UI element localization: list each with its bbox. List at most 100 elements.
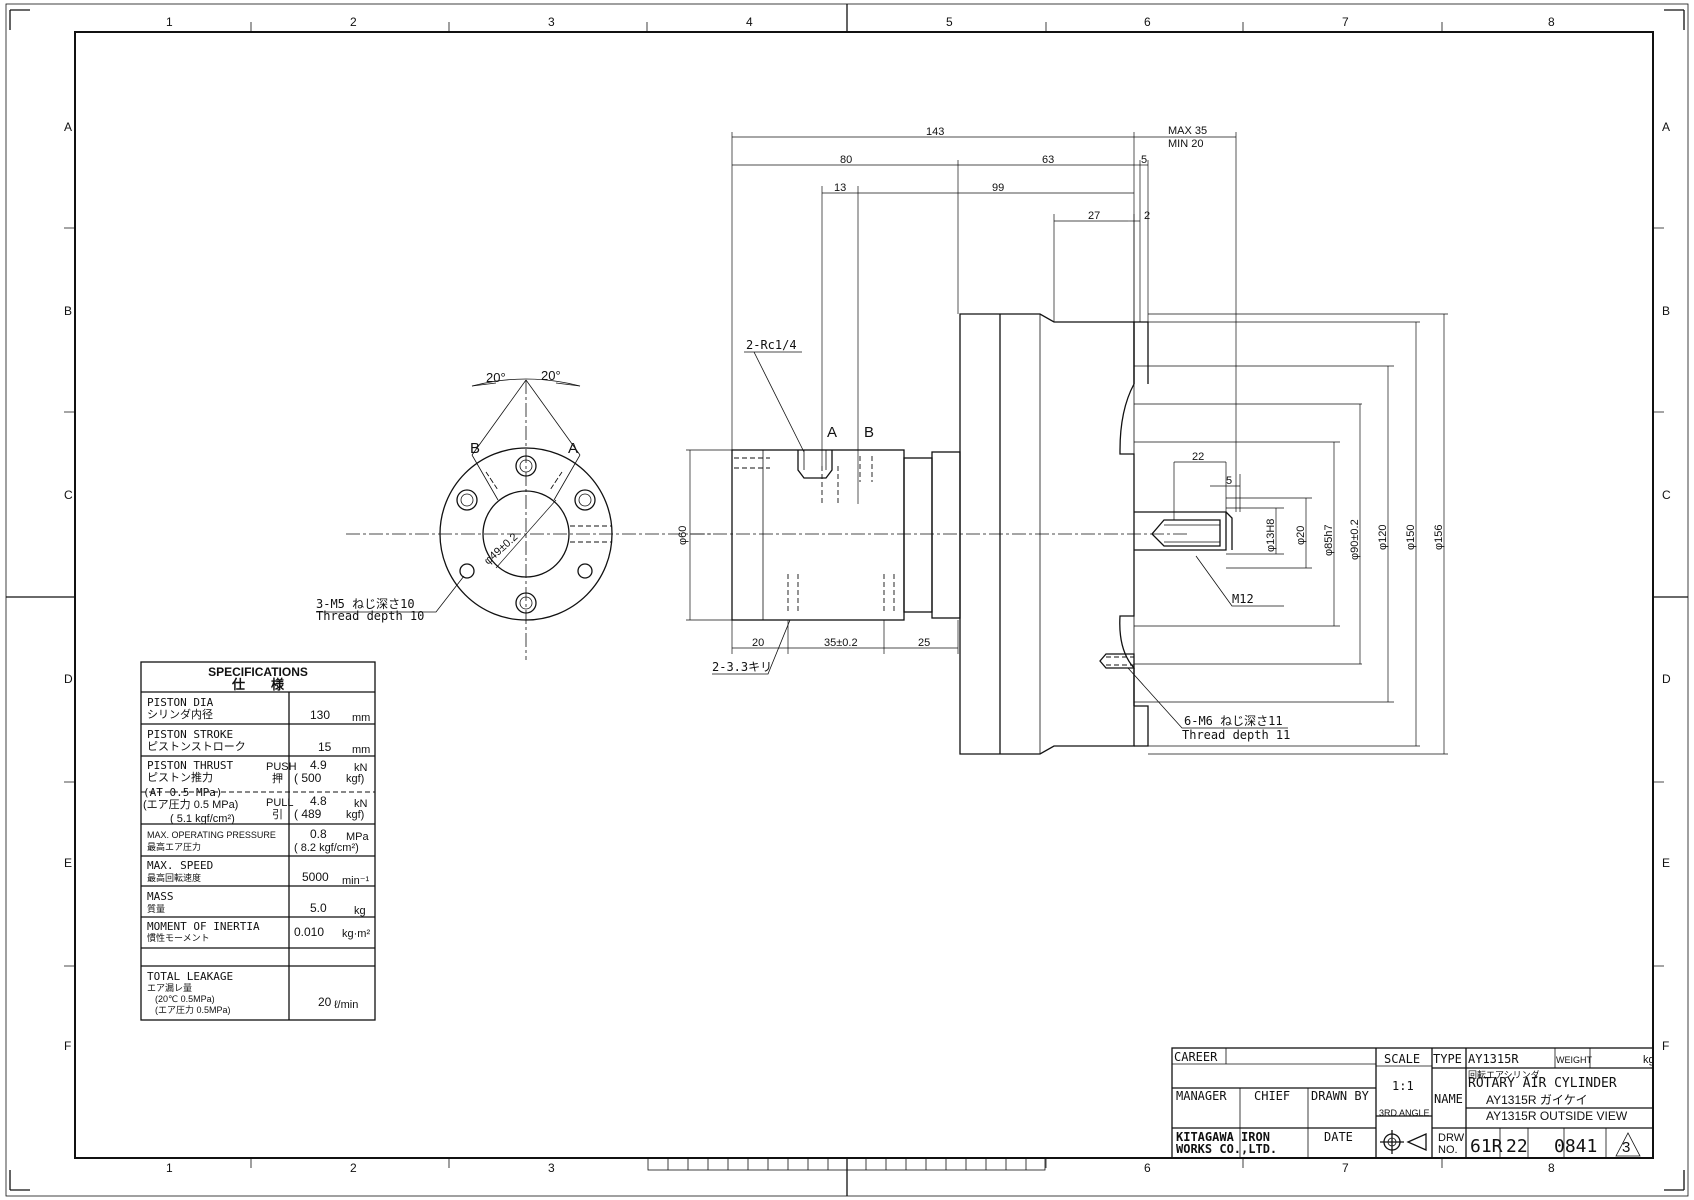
spec-unit: mm: [352, 712, 370, 724]
pull-unit: kN: [354, 798, 368, 810]
tb-name-line1: AY1315R ガイケイ: [1486, 1093, 1588, 1107]
tb-type: AY1315R: [1468, 1052, 1519, 1066]
dim-min: MIN 20: [1168, 138, 1203, 150]
tb-weight-label: WEIGHT: [1556, 1055, 1592, 1065]
col-marker: 1: [166, 15, 173, 29]
spec-unit: kg·m²: [342, 928, 370, 940]
leak-unit: ℓ/min: [334, 999, 358, 1011]
row-marker: D: [64, 672, 73, 686]
dim-2: 2: [1144, 210, 1150, 222]
push-label-jp: 押: [272, 771, 283, 785]
drill-note: 2-3.3キリ: [712, 660, 772, 674]
col-marker: 2: [350, 15, 357, 29]
col-marker: 2: [350, 1161, 357, 1175]
side-view: 20° 20° B A φ49±0.2 3-M5 ねじ深さ10 Thread d…: [316, 368, 712, 660]
col-marker: 7: [1342, 15, 1349, 29]
spec-value: 5000: [302, 870, 329, 884]
front-view: A B: [677, 125, 1448, 755]
spec-label-jp: 最高エア圧力: [147, 841, 201, 852]
push-kgf: ( 500: [294, 771, 322, 785]
dia-60: φ60: [677, 526, 689, 545]
spec-value: 15: [318, 740, 332, 754]
dim-max: MAX 35: [1168, 125, 1207, 137]
pull-kgf: ( 489: [294, 807, 322, 821]
col-marker: 6: [1144, 15, 1151, 29]
col-marker: 3: [548, 1161, 555, 1175]
row-marker: F: [1662, 1039, 1669, 1053]
spec-unit: min⁻¹: [342, 875, 370, 887]
spec-label-jp: 最高回転速度: [147, 872, 201, 883]
spec-title: SPECIFICATIONS: [208, 665, 308, 679]
col-marker: 7: [1342, 1161, 1349, 1175]
spec-label-jp: シリンダ内径: [147, 707, 213, 721]
tb-name-line2: AY1315R OUTSIDE VIEW: [1486, 1109, 1628, 1123]
spec-label-jp: 慣性モーメント: [147, 932, 210, 943]
tb-revision: 3: [1622, 1139, 1630, 1156]
dim-13: 13: [834, 182, 846, 194]
tb-company-1: KITAGAWA IRON: [1176, 1130, 1270, 1144]
dia-150: φ150: [1405, 525, 1417, 551]
col-marker: 3: [548, 15, 555, 29]
push-kgf-unit: kgf): [346, 773, 364, 785]
spec-unit: MPa: [346, 831, 370, 843]
thrust-at-1: (AT 0.5 MPa): [143, 786, 222, 799]
dim-5b: 5: [1226, 475, 1232, 487]
thrust-label: PISTON THRUST: [147, 759, 233, 772]
spec-unit: kg: [354, 905, 366, 917]
third-angle-icon: [1380, 1130, 1427, 1154]
bolt-holes: [456, 455, 596, 614]
dim-99: 99: [992, 182, 1004, 194]
tb-drawn-by: DRAWN BY: [1311, 1089, 1370, 1103]
grid-markers: 1 2 3 4 5 6 7 8 1 2 3 6 7 8 A B C D E F …: [64, 15, 1671, 1175]
push-label: PUSH: [266, 761, 297, 773]
tb-chief: CHIEF: [1254, 1089, 1290, 1103]
port-b-label: B: [470, 440, 480, 457]
tb-drw-label: DRW: [1438, 1132, 1465, 1144]
side-thread-note: 3-M5 ねじ深さ10: [316, 597, 415, 611]
port-a-label: A: [568, 440, 578, 457]
pull-kgf-unit: kgf): [346, 809, 364, 821]
dim-25: 25: [918, 637, 930, 649]
spec-unit: mm: [352, 744, 370, 756]
dim-20: 20: [752, 637, 764, 649]
spec-label: MASS: [147, 890, 174, 903]
top-dimensions: [731, 132, 1241, 520]
col-marker: 4: [746, 15, 753, 29]
row-marker: B: [1662, 304, 1670, 318]
row-marker: E: [64, 856, 72, 870]
revision-triangle-icon: [1615, 1132, 1641, 1157]
spec-value: 0.8: [310, 827, 327, 841]
tb-scale-label: SCALE: [1384, 1052, 1420, 1066]
spec-value: 0.010: [294, 925, 324, 939]
port-leader-label: 2-Rc1/4: [746, 338, 797, 352]
angle-right-label: 20°: [541, 368, 561, 383]
row-marker: E: [1662, 856, 1670, 870]
tb-type-label: TYPE: [1433, 1052, 1462, 1066]
row-marker: A: [64, 120, 72, 134]
air-ports: [734, 450, 895, 612]
thrust-label-jp: ピストン推力: [147, 770, 213, 784]
dia-120: φ120: [1377, 525, 1389, 551]
leak-cond-1: (20℃ 0.5MPa): [155, 994, 215, 1004]
row-marker: C: [64, 488, 73, 502]
spec-table: SPECIFICATIONS 仕 様 PISTON DIA シリンダ内径 130…: [140, 661, 376, 1021]
pull-label: PULL: [266, 797, 294, 809]
tb-name-label: NAME: [1434, 1092, 1463, 1106]
push-unit: kN: [354, 762, 368, 774]
tb-name-en: ROTARY AIR CYLINDER: [1468, 1076, 1617, 1091]
leak-cond-2: (エア圧力 0.5MPa): [155, 1004, 231, 1015]
tb-drw-2: 22: [1506, 1136, 1528, 1157]
row-marker: A: [1662, 120, 1670, 134]
spec-label: MAX. OPERATING PRESSURE: [147, 830, 276, 840]
port-b-front: B: [864, 424, 874, 441]
col-marker: 5: [946, 15, 953, 29]
spec-value: 5.0: [310, 901, 327, 915]
tb-drw-3: 0841: [1554, 1136, 1597, 1157]
thrust-at-2: (エア圧力 0.5 MPa): [143, 798, 238, 811]
m6-note: 6-M6 ねじ深さ11: [1184, 714, 1283, 728]
col-marker: 8: [1548, 15, 1555, 29]
tb-manager: MANAGER: [1176, 1089, 1227, 1103]
tb-drw-1: 61R: [1470, 1136, 1503, 1157]
sheet-frame: [5, 3, 1689, 1197]
thrust-at-3: ( 5.1 kgf/cm²): [170, 813, 235, 825]
